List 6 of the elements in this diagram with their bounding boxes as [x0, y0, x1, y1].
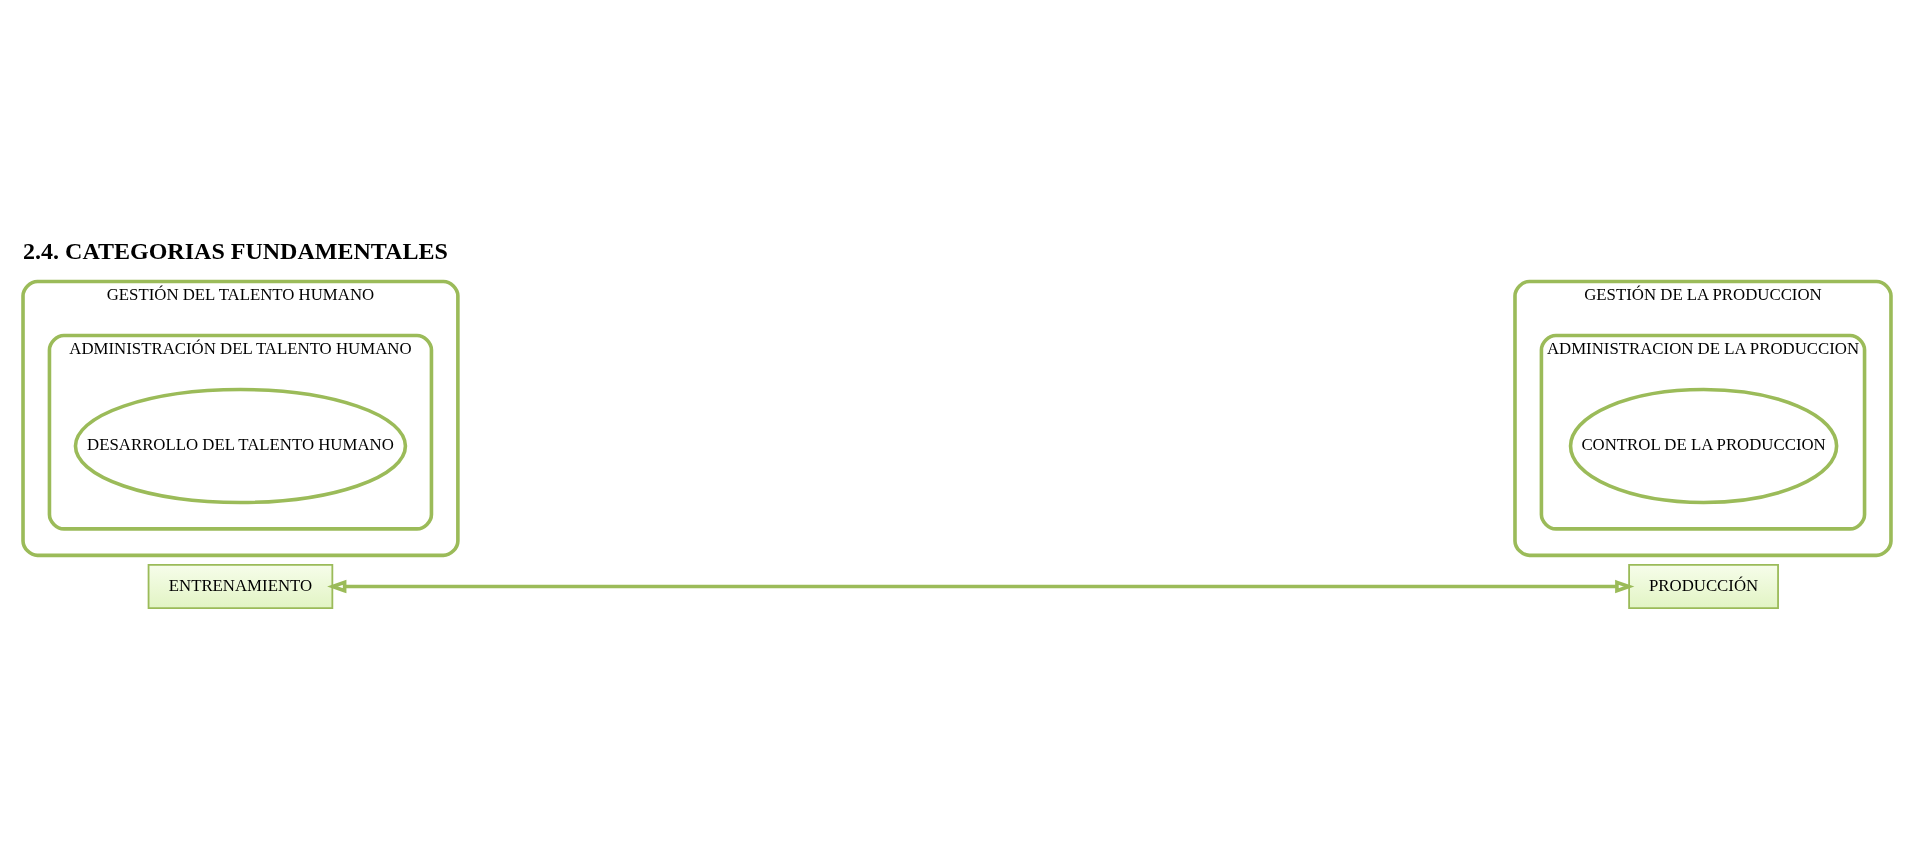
- node-ellipse: DESARROLLO DEL TALENTO HUMANO: [73, 387, 408, 504]
- arrow: [327, 579, 1635, 593]
- node-box: PRODUCCIÓN: [1628, 563, 1779, 609]
- diagram-title: 2.4. CATEGORIAS FUNDAMENTALES: [23, 237, 448, 264]
- node-box: ENTRENAMIENTO: [147, 563, 334, 609]
- node-ellipse: CONTROL DE LA PRODUCCION: [1568, 387, 1839, 504]
